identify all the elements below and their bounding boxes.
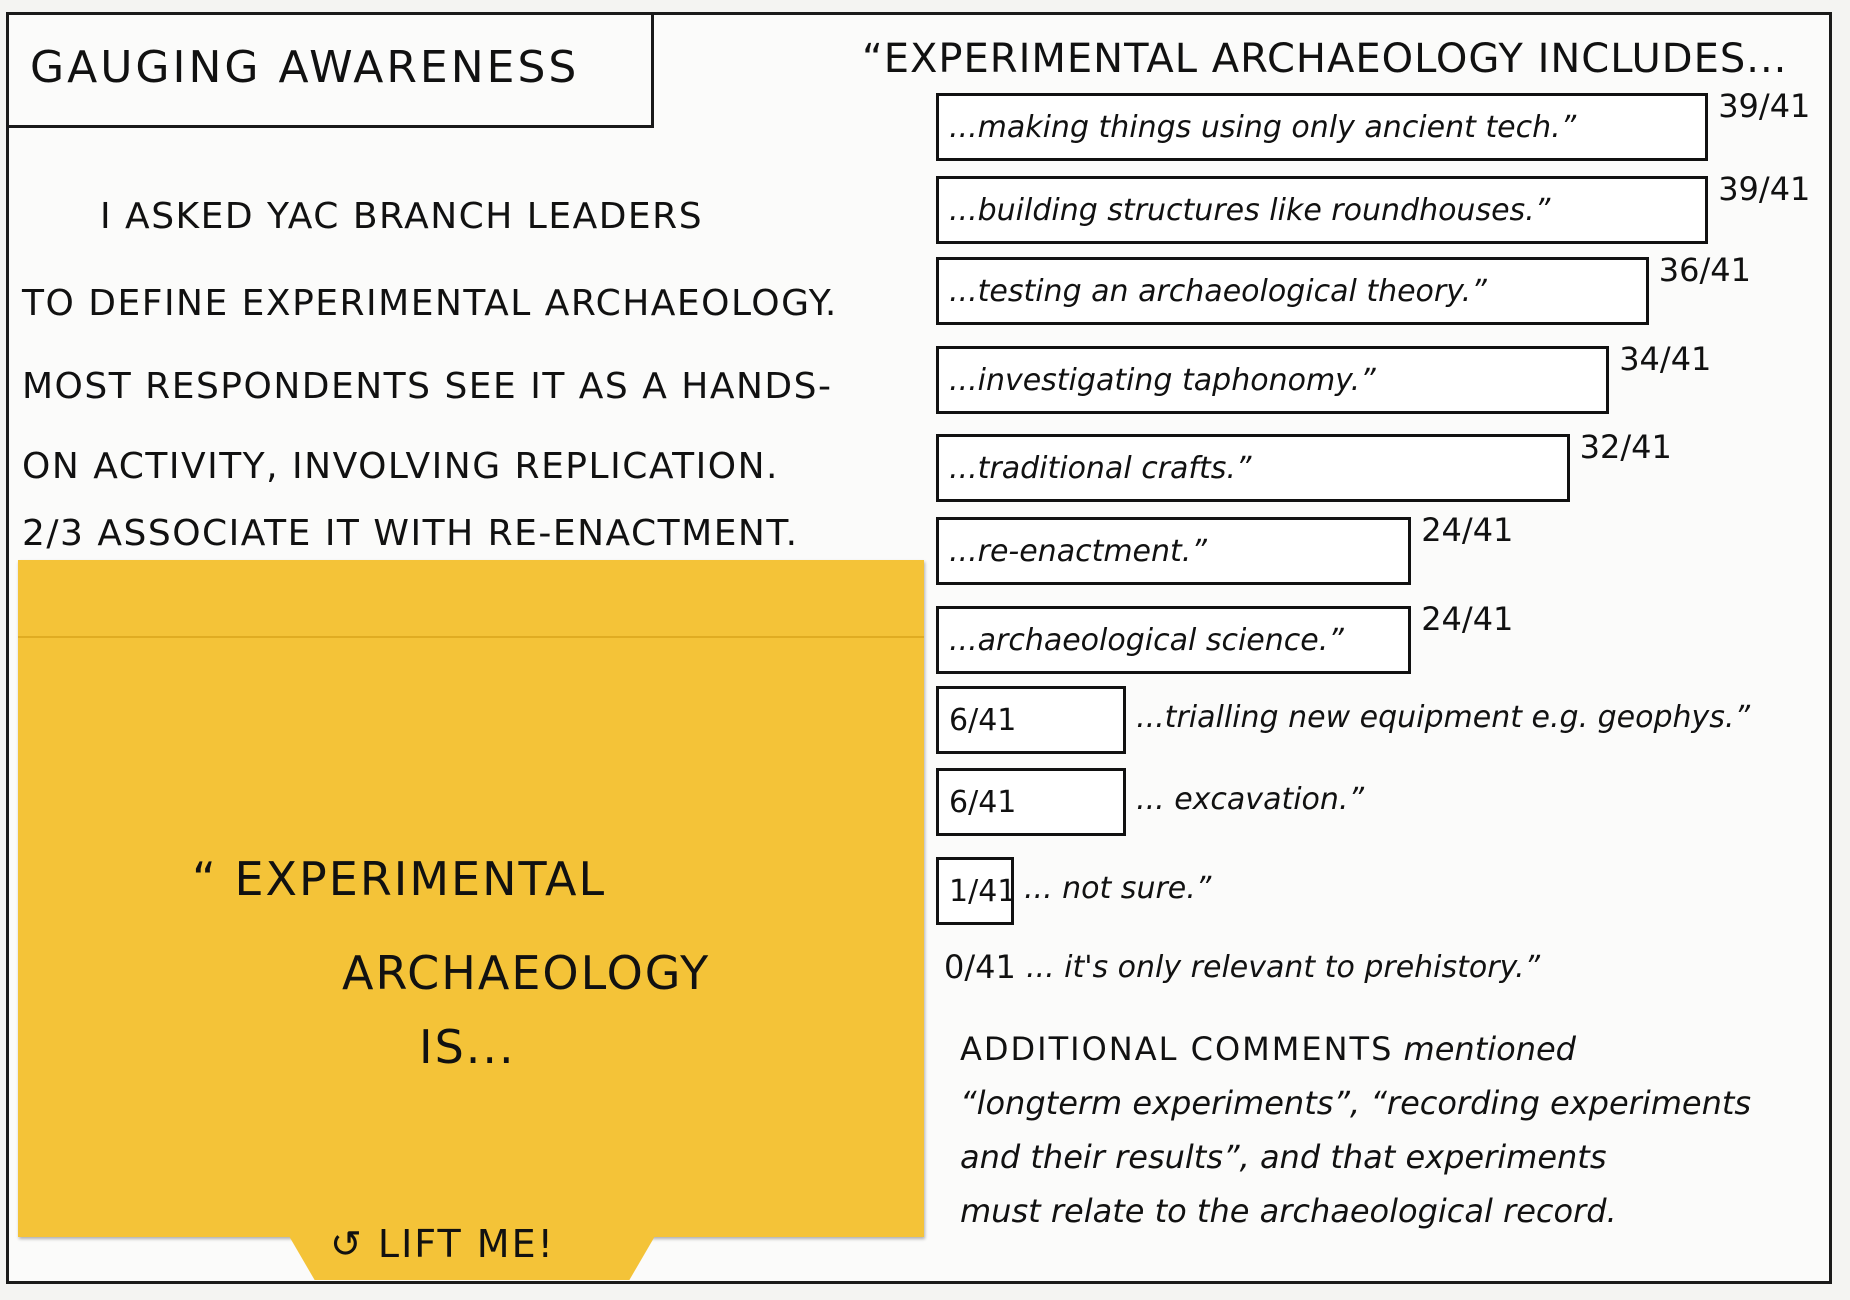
comments-line: and their results”, and that experiments (960, 1138, 1607, 1176)
category-label: ... it's only relevant to prehistory.” (1026, 950, 1541, 985)
category-label: ... excavation.” (1136, 782, 1364, 817)
flap-tab[interactable] (289, 1236, 655, 1280)
intro-line: I ASKED YAC BRANCH LEADERS (100, 196, 704, 237)
value-label: 39/41 (1718, 170, 1811, 208)
value-label: 36/41 (1658, 251, 1752, 289)
flap-fold-line (18, 636, 924, 638)
bar: ...testing an archaeological theory.” (936, 257, 1649, 325)
intro-line: TO DEFINE EXPERIMENTAL ARCHAEOLOGY. (22, 283, 838, 324)
category-label: ... not sure.” (1024, 871, 1212, 906)
bar: ...re-enactment.” (936, 517, 1412, 585)
lift-flap[interactable] (18, 560, 924, 1280)
comments-lead: ADDITIONAL COMMENTS (960, 1030, 1394, 1068)
value-label: 34/41 (1619, 340, 1712, 378)
value-label: 39/41 (1718, 87, 1811, 125)
title-box (6, 14, 654, 128)
page-title: GAUGING AWARENESS (30, 42, 580, 93)
bar: ...traditional crafts.” (936, 434, 1570, 502)
bar: 1/41 (936, 857, 1016, 925)
value-label: 32/41 (1579, 428, 1672, 466)
comments-line: mentioned (1393, 1030, 1576, 1068)
category-label: ...trialling new equipment e.g. geophys.… (1136, 700, 1751, 735)
intro-line: 2/3 ASSOCIATE IT WITH RE-ENACTMENT. (22, 513, 799, 554)
bar: ...making things using only ancient tech… (936, 93, 1709, 161)
chart-title: “EXPERIMENTAL ARCHAEOLOGY INCLUDES... (862, 36, 1788, 82)
comments-line: must relate to the archaeological record… (960, 1192, 1617, 1230)
bar: 6/41 (936, 768, 1127, 836)
value-label: 24/41 (1421, 600, 1514, 638)
additional-comments: ADDITIONAL COMMENTS mentioned “longterm … (960, 1022, 1751, 1238)
lift-me-label[interactable]: ↺ LIFT ME! (330, 1222, 555, 1266)
flap-text: ARCHAEOLOGY (342, 946, 711, 1000)
value-label: 0/41 (944, 948, 1016, 986)
bar: 6/41 (936, 686, 1127, 754)
intro-line: ON ACTIVITY, INVOLVING REPLICATION. (22, 446, 779, 487)
intro-line: MOST RESPONDENTS SEE IT AS A HANDS- (22, 366, 833, 407)
value-label: 24/41 (1421, 511, 1514, 549)
comments-line: “longterm experiments”, “recording exper… (960, 1084, 1752, 1122)
bar: ...investigating taphonomy.” (936, 346, 1610, 414)
flap-text: IS... (419, 1020, 516, 1074)
bar: ...archaeological science.” (936, 606, 1412, 674)
flap-text: “ EXPERIMENTAL (192, 852, 607, 906)
bar: ...building structures like roundhouses.… (936, 176, 1709, 244)
